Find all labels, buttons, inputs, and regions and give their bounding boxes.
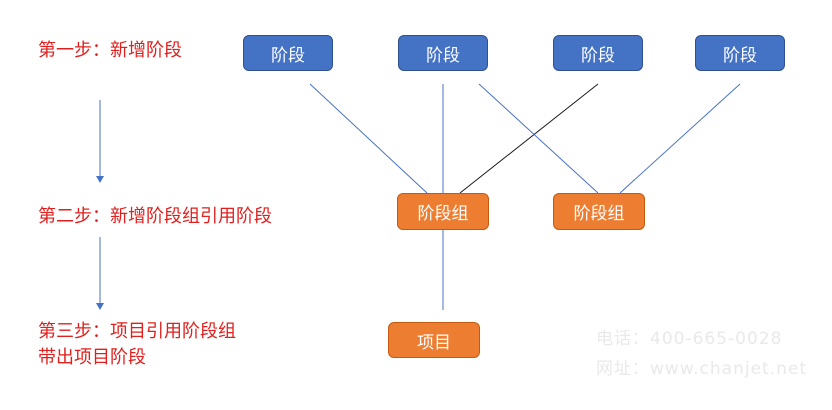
stage-node-3[interactable]: 阶段 bbox=[553, 35, 643, 71]
link-stage2-group2 bbox=[478, 83, 599, 194]
stage-node-4[interactable]: 阶段 bbox=[695, 35, 785, 71]
project-node[interactable]: 项目 bbox=[388, 322, 480, 358]
stage-node-2[interactable]: 阶段 bbox=[398, 35, 488, 71]
step-3-label-line2: 带出项目阶段 bbox=[38, 347, 146, 368]
stage-group-node-2[interactable]: 阶段组 bbox=[553, 193, 645, 230]
link-stage3-group1 bbox=[459, 83, 599, 194]
link-stage1-group1 bbox=[309, 83, 428, 194]
watermark-phone: 电话：400-665-0028 bbox=[596, 329, 783, 349]
watermark-website: 网址：www.chanjet.net bbox=[596, 359, 808, 379]
step-arrow-2-head bbox=[96, 303, 104, 310]
step-2-label: 第二步：新增阶段组引用阶段 bbox=[38, 206, 272, 227]
step-arrow-1-head bbox=[96, 176, 104, 183]
stage-node-1[interactable]: 阶段 bbox=[243, 35, 333, 71]
stage-group-node-1[interactable]: 阶段组 bbox=[397, 193, 489, 230]
step-1-label: 第一步：新增阶段 bbox=[38, 40, 182, 61]
step-3-label-line1: 第三步：项目引用阶段组 bbox=[38, 321, 236, 342]
link-stage4-group2 bbox=[619, 83, 741, 194]
